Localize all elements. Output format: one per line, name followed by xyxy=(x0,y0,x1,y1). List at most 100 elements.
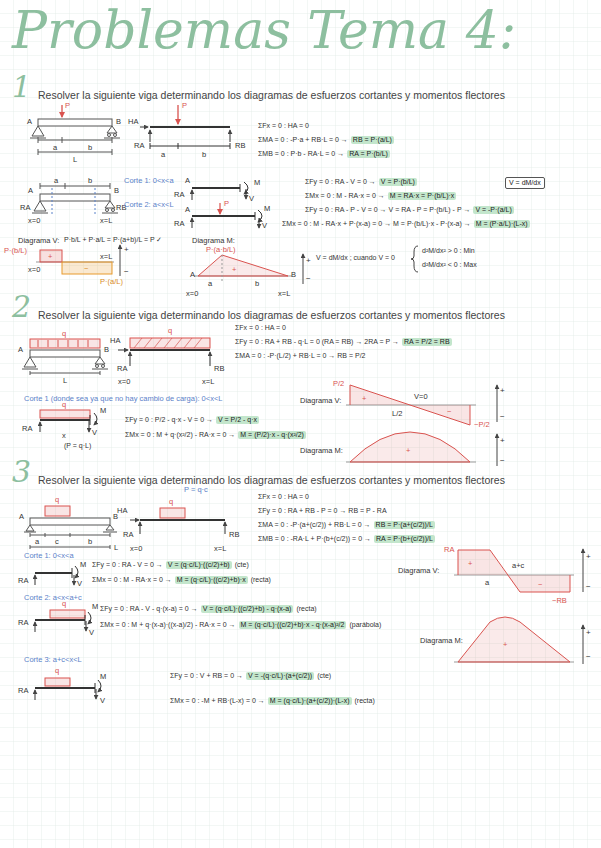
equilibrium-equation: ΣMx = 0 : M + q·(x²/2) - RA·x = 0 → xyxy=(125,431,235,439)
result-text: RA = P/2 = RB xyxy=(404,338,450,345)
load-label: P xyxy=(65,101,70,110)
result-text: V = (q·c/L)·((c/2)+b) xyxy=(168,561,230,568)
shear-diagram xyxy=(350,385,470,425)
point-label: RA xyxy=(18,576,28,585)
section-free-body xyxy=(40,410,97,432)
load-label: q xyxy=(55,666,59,675)
equilibrium-equation: ΣFx = 0 : HA = 0 xyxy=(258,493,309,501)
point-label: a xyxy=(54,176,58,185)
section-free-body xyxy=(192,187,240,189)
value-label: P·(a/L) xyxy=(100,277,123,286)
equilibrium-equation: ΣMA = 0 : -P·(a+(c/2)) + RB·L = 0 → xyxy=(258,521,371,529)
free-body-diagram xyxy=(150,130,151,142)
result-text: RB = P·(a/L) xyxy=(353,136,392,143)
shear-diagram xyxy=(458,550,507,575)
equilibrium-equation: ΣFy = 0 : RA + RB - P = 0 → RB = P - RA xyxy=(258,507,387,515)
point-label: A xyxy=(27,117,32,126)
point-label: RA xyxy=(117,364,127,373)
section-free-body xyxy=(72,568,73,578)
point-label: b xyxy=(88,143,92,152)
section-free-body xyxy=(192,218,193,228)
result-text: RA = P·(b/L) xyxy=(349,150,388,157)
beam-figure xyxy=(24,357,36,367)
section-free-body xyxy=(192,215,255,217)
sign-convention: − xyxy=(586,582,591,592)
free-body-diagram xyxy=(140,522,141,534)
result-highlight: M = (P·a/L)·(L-x) xyxy=(474,220,530,228)
sign-convention: + xyxy=(586,628,591,638)
sign-convention: − xyxy=(124,267,129,277)
result-highlight: RB = P·(a/L) xyxy=(351,136,394,144)
shear-diagram xyxy=(458,550,570,592)
beam-figure xyxy=(103,532,117,533)
equilibrium-equation: ΣMx = 0 : M + q·(x-a)·((x-a)/2) - RA·x =… xyxy=(100,621,236,629)
free-body-diagram xyxy=(150,143,230,149)
diagram-title: Diagrama M: xyxy=(300,446,343,455)
problem-number: 3 xyxy=(12,457,31,487)
point-label: RA xyxy=(20,203,30,212)
beam-figure xyxy=(40,194,110,201)
point-label: V=0 xyxy=(414,392,428,401)
problem-statement: Resolver la siguiente viga determinando … xyxy=(38,309,505,322)
shear-diagram xyxy=(507,575,570,592)
load-label: P xyxy=(224,199,229,208)
equilibrium-equation: ΣMx = 0 : M - RA·x = 0 → xyxy=(305,192,385,200)
load-label: P·(b/L) xyxy=(4,246,27,255)
point-label: RA xyxy=(18,618,28,627)
shear-diagram xyxy=(497,385,498,422)
result-highlight: M = (q·c/L)·((c/2)+b)·x - q·(x-a)²/2 xyxy=(239,621,347,629)
section-free-body xyxy=(98,680,101,692)
point-label: V xyxy=(89,628,94,637)
diagram-title: Diagrama V: xyxy=(300,396,341,405)
beam-figure xyxy=(102,365,105,368)
load-label: q xyxy=(62,400,66,409)
section-free-body xyxy=(94,413,97,425)
section-free-body xyxy=(240,184,241,192)
beam-figure xyxy=(26,525,34,531)
point-label: x=L xyxy=(202,377,214,386)
point-label: x=0 xyxy=(186,289,198,298)
point-label: A xyxy=(18,345,23,354)
page-title: Problemas Tema 4: xyxy=(12,4,516,56)
result-highlight: V = P/2 - q·x xyxy=(216,416,259,424)
result-text: M = (P·a/L)·(L-x) xyxy=(476,220,528,227)
equilibrium-equation: d²M/dx² < 0 : Max xyxy=(422,261,477,269)
beam-figure xyxy=(38,149,112,155)
equilibrium-equation: ΣFy = 0 : RA - P - V = 0 → V = RA - P = … xyxy=(305,206,470,214)
result-text: V = dM/dx xyxy=(509,179,541,186)
point-label: A xyxy=(19,512,24,521)
section-free-body xyxy=(35,690,36,700)
point-label: a xyxy=(161,150,165,159)
beam-figure xyxy=(112,209,115,212)
section-free-body xyxy=(88,612,91,624)
section-free-body xyxy=(35,572,72,574)
problem-statement: Resolver la siguiente viga determinando … xyxy=(38,474,505,487)
result-text: RA = P·(b+(c/2))/L xyxy=(376,535,433,542)
beam-figure xyxy=(95,357,105,364)
section-free-body xyxy=(255,212,256,220)
result-text: M = (q·c/L)·((c/2)+b)·x - q·(x-a)²/2 xyxy=(241,621,345,628)
beam-figure xyxy=(45,506,70,516)
equilibrium-equation: (parábola) xyxy=(349,621,381,629)
section-free-body xyxy=(35,687,95,689)
point-label: a xyxy=(208,279,212,288)
problem-number: 1 xyxy=(12,72,31,102)
beam-figure xyxy=(24,532,36,533)
equilibrium-equation: ΣFy = 0 : RA + RB - q·L = 0 (RA = RB) → … xyxy=(235,338,399,346)
point-label: B xyxy=(116,117,121,126)
load-label: −P/2 xyxy=(474,420,490,429)
section-free-body xyxy=(95,683,96,693)
point-label: x=L xyxy=(100,216,112,225)
sign-convention: − xyxy=(500,456,505,466)
brace xyxy=(411,246,418,272)
point-label: V xyxy=(100,696,105,705)
equilibrium-equation: ΣMA = 0 : -P·(L/2) + RB·L = 0 → RB = P/2 xyxy=(235,352,366,360)
result-text: V = -(q·c/L)·(a+(c/2)) xyxy=(248,672,312,679)
equilibrium-equation: ΣMB = 0 : P·b - RA·L = 0 → xyxy=(258,150,344,158)
sign-convention: + xyxy=(306,256,311,266)
point-label: x=L xyxy=(214,544,226,553)
result-text: RB = P·(a+(c/2))/L xyxy=(376,521,433,528)
beam-figure xyxy=(30,119,120,155)
